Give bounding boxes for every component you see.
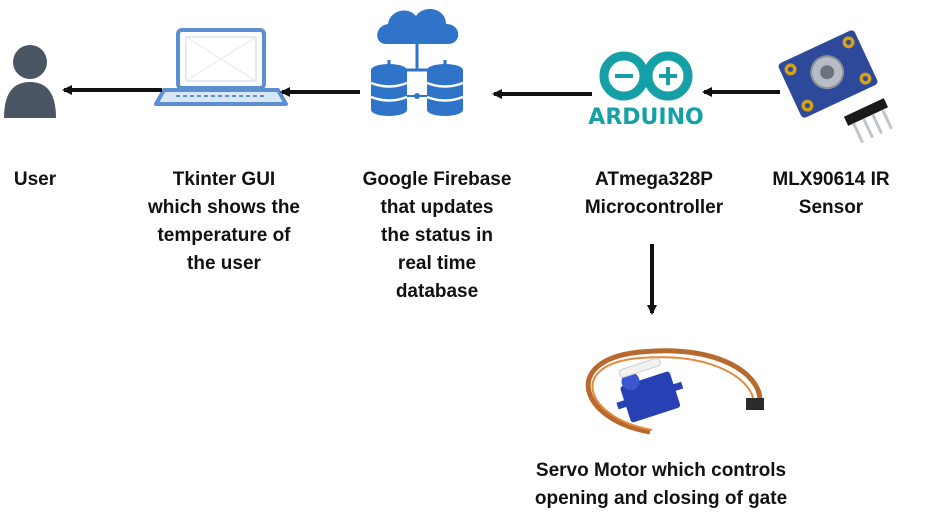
arduino-logo-text: ARDUINO: [588, 105, 703, 130]
label-microcontroller: ATmega328P Microcontroller: [584, 169, 724, 218]
label-tkinter-gui: Tkinter GUI which shows the temperature …: [147, 169, 301, 274]
arduino-logo-icon: ARDUINO: [588, 51, 704, 130]
label-google-firebase: Google Firebase that updates the status …: [362, 169, 512, 302]
cloud-database-icon: [370, 9, 464, 116]
label-servo-motor: Servo Motor which controls opening and c…: [534, 460, 788, 509]
servo-motor-icon: [585, 348, 764, 435]
flow-arrows: [62, 85, 780, 315]
ir-sensor-board-icon: [778, 30, 893, 143]
user-person-icon: [4, 45, 56, 118]
label-user: User: [13, 169, 57, 190]
label-ir-sensor: MLX90614 IR Sensor: [772, 169, 890, 218]
laptop-icon: [154, 28, 288, 106]
